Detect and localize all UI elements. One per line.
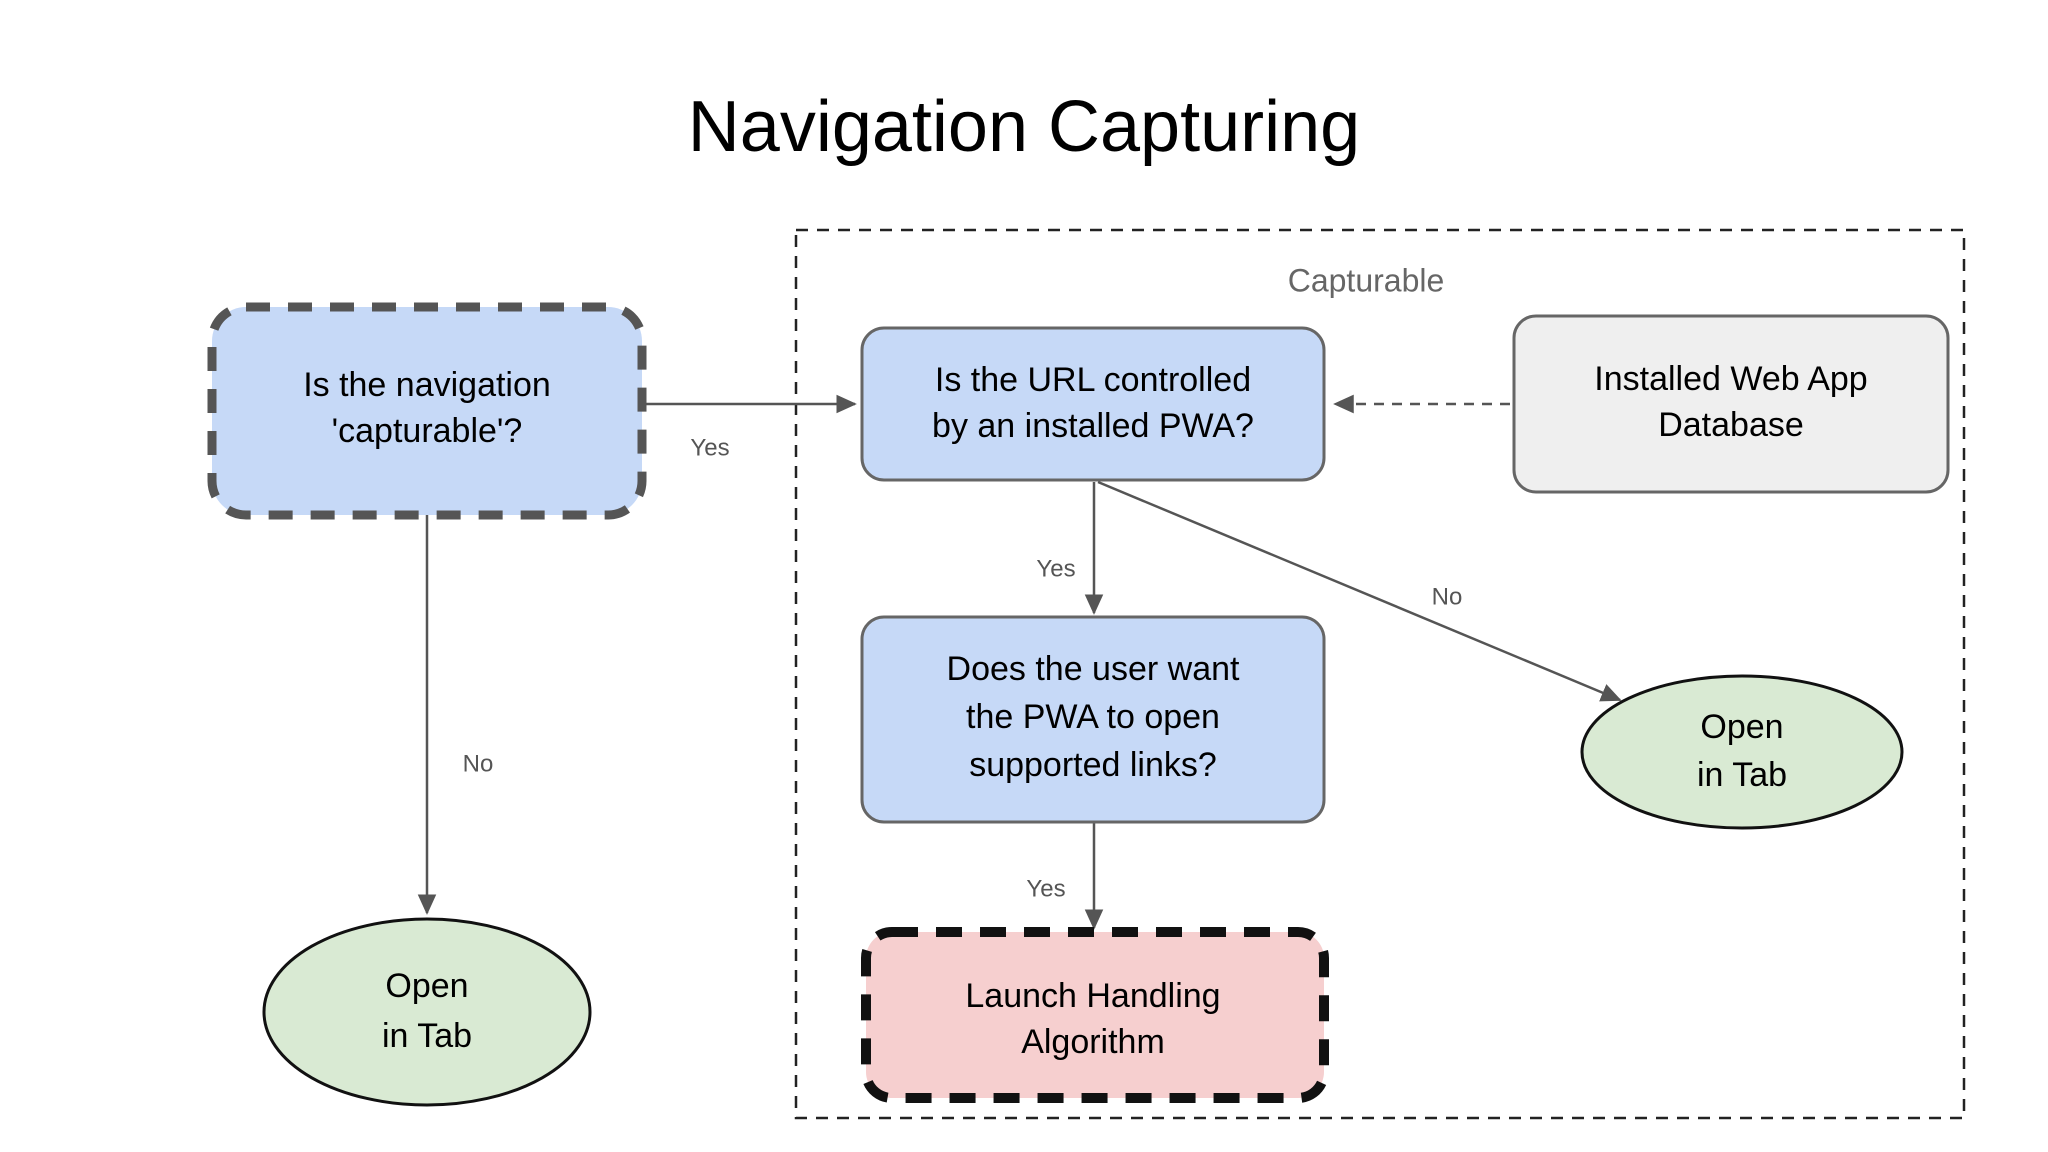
capturable-group-label: Capturable — [1288, 262, 1445, 298]
launch-handling-algorithm-line2: Algorithm — [1021, 1023, 1165, 1061]
installed-web-app-database-line2: Database — [1658, 406, 1804, 444]
does-user-want-pwa-line2: the PWA to open — [966, 698, 1220, 736]
open-in-tab-right-line1: Open — [1700, 708, 1783, 746]
does-user-want-pwa-box[interactable] — [860, 615, 1326, 824]
is-navigation-capturable-line1: Is the navigation — [303, 366, 551, 404]
open-in-tab-left-ellipse[interactable] — [262, 917, 592, 1107]
is-url-controlled-line1: Is the URL controlled — [935, 361, 1251, 399]
edge-url-yes: Yes — [1036, 482, 1104, 615]
node-installed-web-app-database[interactable]: Installed Web App Database — [1512, 314, 1950, 494]
edge-url-no: No — [1097, 480, 1622, 702]
open-in-tab-left-line1: Open — [385, 967, 468, 1005]
is-navigation-capturable-line2: 'capturable'? — [332, 412, 523, 450]
does-user-want-pwa-line3: supported links? — [969, 746, 1217, 784]
does-user-want-pwa-line1: Does the user want — [947, 650, 1240, 688]
launch-handling-algorithm-box[interactable] — [861, 927, 1329, 1103]
edge-user-yes-label: Yes — [1026, 875, 1065, 902]
node-is-navigation-capturable[interactable]: Is the navigation 'capturable'? — [207, 302, 647, 520]
capturable-group: Capturable — [794, 228, 1966, 1120]
installed-web-app-database-box[interactable] — [1512, 314, 1950, 494]
open-in-tab-left-line2: in Tab — [382, 1017, 472, 1055]
edge-capturable-no: No — [417, 515, 494, 915]
edge-capturable-no-label: No — [463, 750, 494, 777]
is-url-controlled-line2: by an installed PWA? — [932, 407, 1254, 445]
edge-url-no-line — [1097, 480, 1622, 702]
edge-url-no-label: No — [1432, 583, 1463, 610]
open-in-tab-right-line2: in Tab — [1697, 756, 1787, 794]
node-open-in-tab-left[interactable]: Open in Tab — [262, 917, 592, 1107]
edge-capturable-yes-label: Yes — [690, 434, 729, 461]
is-navigation-capturable-box[interactable] — [207, 302, 647, 520]
edge-capturable-yes: Yes — [645, 394, 857, 461]
node-does-user-want-pwa[interactable]: Does the user want the PWA to open suppo… — [860, 615, 1326, 824]
node-launch-handling-algorithm[interactable]: Launch Handling Algorithm — [861, 927, 1329, 1103]
launch-handling-algorithm-line1: Launch Handling — [965, 977, 1220, 1015]
open-in-tab-right-ellipse[interactable] — [1580, 674, 1904, 830]
node-open-in-tab-right[interactable]: Open in Tab — [1580, 674, 1904, 830]
node-is-url-controlled[interactable]: Is the URL controlled by an installed PW… — [860, 326, 1326, 482]
is-url-controlled-box[interactable] — [860, 326, 1326, 482]
edge-url-yes-label: Yes — [1036, 555, 1075, 582]
edge-user-yes: Yes — [1026, 822, 1104, 930]
installed-web-app-database-line1: Installed Web App — [1594, 360, 1867, 398]
page-title: Navigation Capturing — [688, 87, 1360, 167]
